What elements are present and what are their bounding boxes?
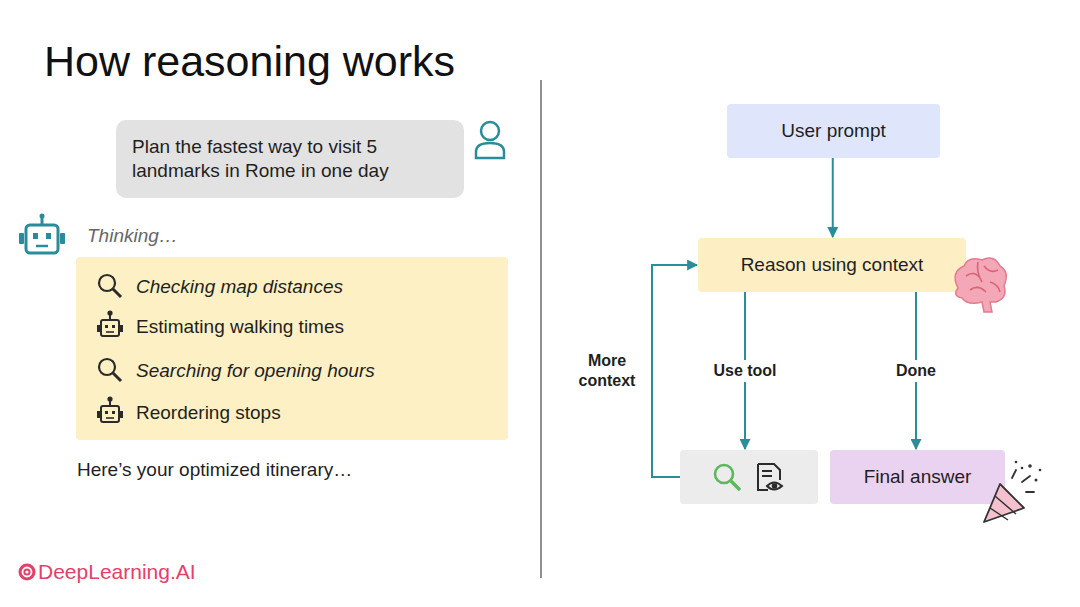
thinking-step: Estimating walking times bbox=[136, 315, 496, 339]
bot-antenna bbox=[40, 214, 45, 219]
edge-label: Use tool bbox=[710, 360, 779, 382]
result-box: Final answer bbox=[830, 450, 1005, 504]
divider-line bbox=[540, 80, 541, 578]
logo-text: DeepLearning.AI bbox=[38, 559, 196, 585]
logo-mark bbox=[19, 564, 36, 581]
flow-arrow bbox=[832, 158, 834, 237]
flow-arrow bbox=[652, 265, 697, 477]
response-text: Here’s your optimized itinerary… bbox=[77, 458, 352, 482]
node-text: Reason using context bbox=[741, 253, 924, 277]
thinking-steps-box: Thinking…Checking map distancesEstimatin… bbox=[76, 257, 508, 440]
thinking-step: Checking map distances bbox=[136, 275, 496, 299]
page-title: How reasoning works bbox=[44, 36, 455, 86]
thinking-step: Searching for opening hours bbox=[136, 359, 496, 383]
user-message-bubble: Plan the fastest way to visit 5 landmark… bbox=[116, 120, 464, 198]
edge-label: Done bbox=[893, 360, 939, 382]
node-text: User prompt bbox=[781, 119, 886, 143]
tool-box bbox=[680, 450, 818, 504]
thinking-step: Reordering stops bbox=[136, 401, 496, 425]
user-icon bbox=[476, 122, 504, 158]
bot-icon bbox=[19, 217, 65, 253]
edge-label: More context bbox=[564, 350, 650, 392]
node-text: Plan the fastest way to visit 5 landmark… bbox=[132, 135, 448, 183]
node-text: Final answer bbox=[864, 465, 972, 489]
process-box: Reason using context bbox=[698, 238, 966, 292]
thinking-status: Thinking… bbox=[87, 224, 387, 248]
process-box: User prompt bbox=[727, 104, 940, 158]
